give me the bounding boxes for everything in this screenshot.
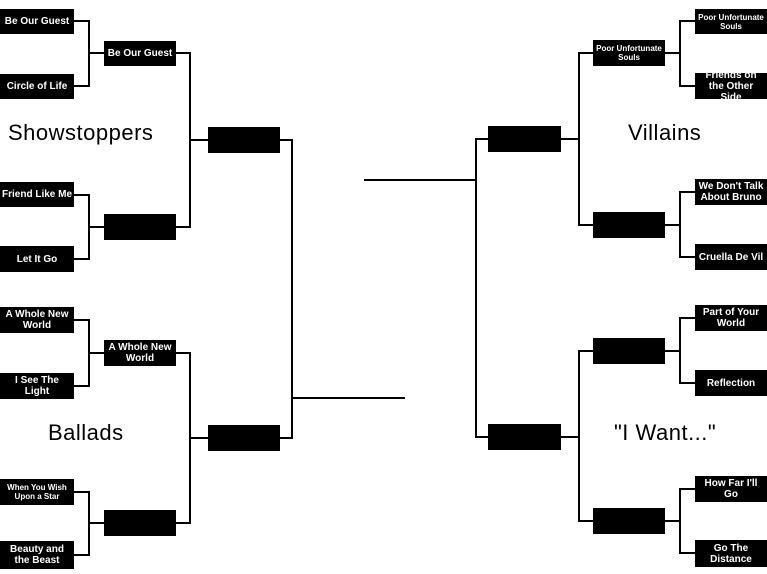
region-title-i-want: "I Want..." bbox=[614, 420, 717, 445]
matchup-slot[interactable]: A Whole New World bbox=[0, 307, 74, 333]
matchup-slot[interactable] bbox=[208, 425, 280, 451]
matchup-slot[interactable] bbox=[488, 126, 561, 152]
matchup-slot[interactable]: I See The Light bbox=[0, 373, 74, 399]
connector-r1-c bbox=[679, 317, 695, 384]
matchup-slot[interactable]: Beauty and the Beast bbox=[0, 541, 74, 569]
matchup-slot[interactable] bbox=[208, 127, 280, 153]
matchup-slot[interactable]: Poor Unfortunate Souls bbox=[593, 40, 665, 66]
connector-l1-b bbox=[74, 194, 90, 260]
matchup-slot[interactable] bbox=[104, 214, 176, 240]
connector-r2-b bbox=[578, 350, 593, 522]
matchup-slot[interactable]: Circle of Life bbox=[0, 74, 74, 99]
matchup-slot[interactable]: Go The Distance bbox=[695, 540, 767, 567]
matchup-slot[interactable] bbox=[593, 212, 665, 238]
matchup-slot[interactable]: Friends on the Other Side bbox=[695, 70, 767, 103]
matchup-slot[interactable]: Be Our Guest bbox=[104, 41, 176, 66]
matchup-slot[interactable]: How Far I'll Go bbox=[695, 476, 767, 502]
matchup-slot[interactable] bbox=[488, 424, 561, 450]
connector-r2-a bbox=[578, 52, 593, 226]
connector-l1-a bbox=[74, 20, 90, 87]
region-title-ballads: Ballads bbox=[48, 420, 124, 445]
connector-r1-b bbox=[679, 191, 695, 258]
matchup-slot[interactable]: Part of Your World bbox=[695, 305, 767, 331]
matchup-slot[interactable]: Cruella De Vil bbox=[695, 244, 767, 270]
matchup-slot[interactable]: We Don't Talk About Bruno bbox=[695, 179, 767, 205]
connector-r3 bbox=[475, 138, 488, 438]
connector-l2-b bbox=[176, 352, 191, 524]
matchup-slot[interactable]: Let It Go bbox=[0, 246, 74, 272]
connector-l1-d bbox=[74, 491, 90, 556]
region-title-villains: Villains bbox=[628, 120, 702, 145]
connector-r1-a bbox=[679, 20, 695, 87]
matchup-slot[interactable]: Reflection bbox=[695, 370, 767, 396]
matchup-slot[interactable]: When You Wish Upon a Star bbox=[0, 479, 74, 505]
matchup-slot[interactable]: Friend Like Me bbox=[0, 182, 74, 207]
matchup-slot[interactable] bbox=[104, 510, 176, 536]
connector-l2-a bbox=[176, 52, 191, 228]
matchup-slot[interactable]: Be Our Guest bbox=[0, 9, 74, 34]
connector-l1-c bbox=[74, 319, 90, 387]
matchup-slot[interactable] bbox=[593, 338, 665, 364]
matchup-slot[interactable]: Poor Unfortunate Souls bbox=[695, 9, 767, 34]
connector-r1-d bbox=[679, 488, 695, 554]
matchup-slot[interactable]: A Whole New World bbox=[104, 340, 176, 366]
matchup-slot[interactable] bbox=[593, 508, 665, 534]
region-title-showstoppers: Showstoppers bbox=[8, 120, 154, 145]
connector-l3 bbox=[280, 139, 293, 439]
